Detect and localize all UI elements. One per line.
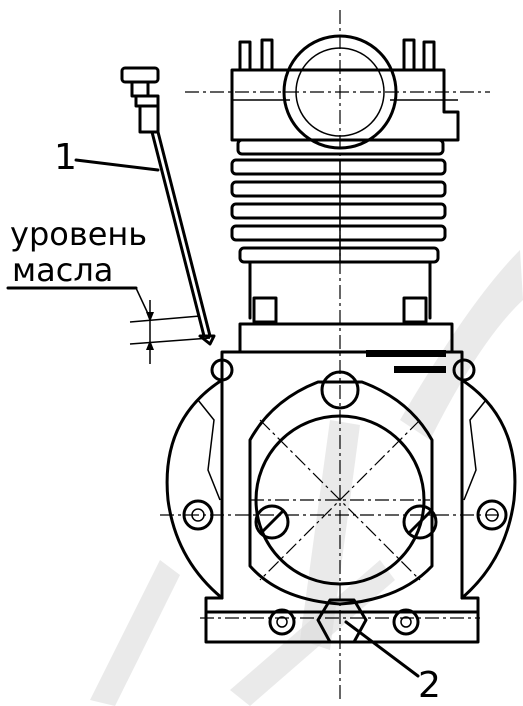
cylinder-head xyxy=(230,34,460,150)
callout-leaders xyxy=(74,158,420,678)
dipstick xyxy=(120,66,216,346)
cylinder-fins xyxy=(230,138,447,320)
bearing-cover xyxy=(248,370,438,606)
oil-level-dimension xyxy=(6,286,211,364)
oil-level-label-line2: масла xyxy=(12,251,114,289)
mounting-bosses xyxy=(182,358,508,531)
cylinder-studs xyxy=(252,296,428,324)
base-bolts xyxy=(268,598,420,644)
oil-level-label-line1: уровень xyxy=(10,215,148,253)
watermark xyxy=(90,250,523,706)
crankcase xyxy=(165,322,517,644)
callout-1-label: 1 xyxy=(54,137,77,178)
callout-2-label: 2 xyxy=(418,665,441,706)
